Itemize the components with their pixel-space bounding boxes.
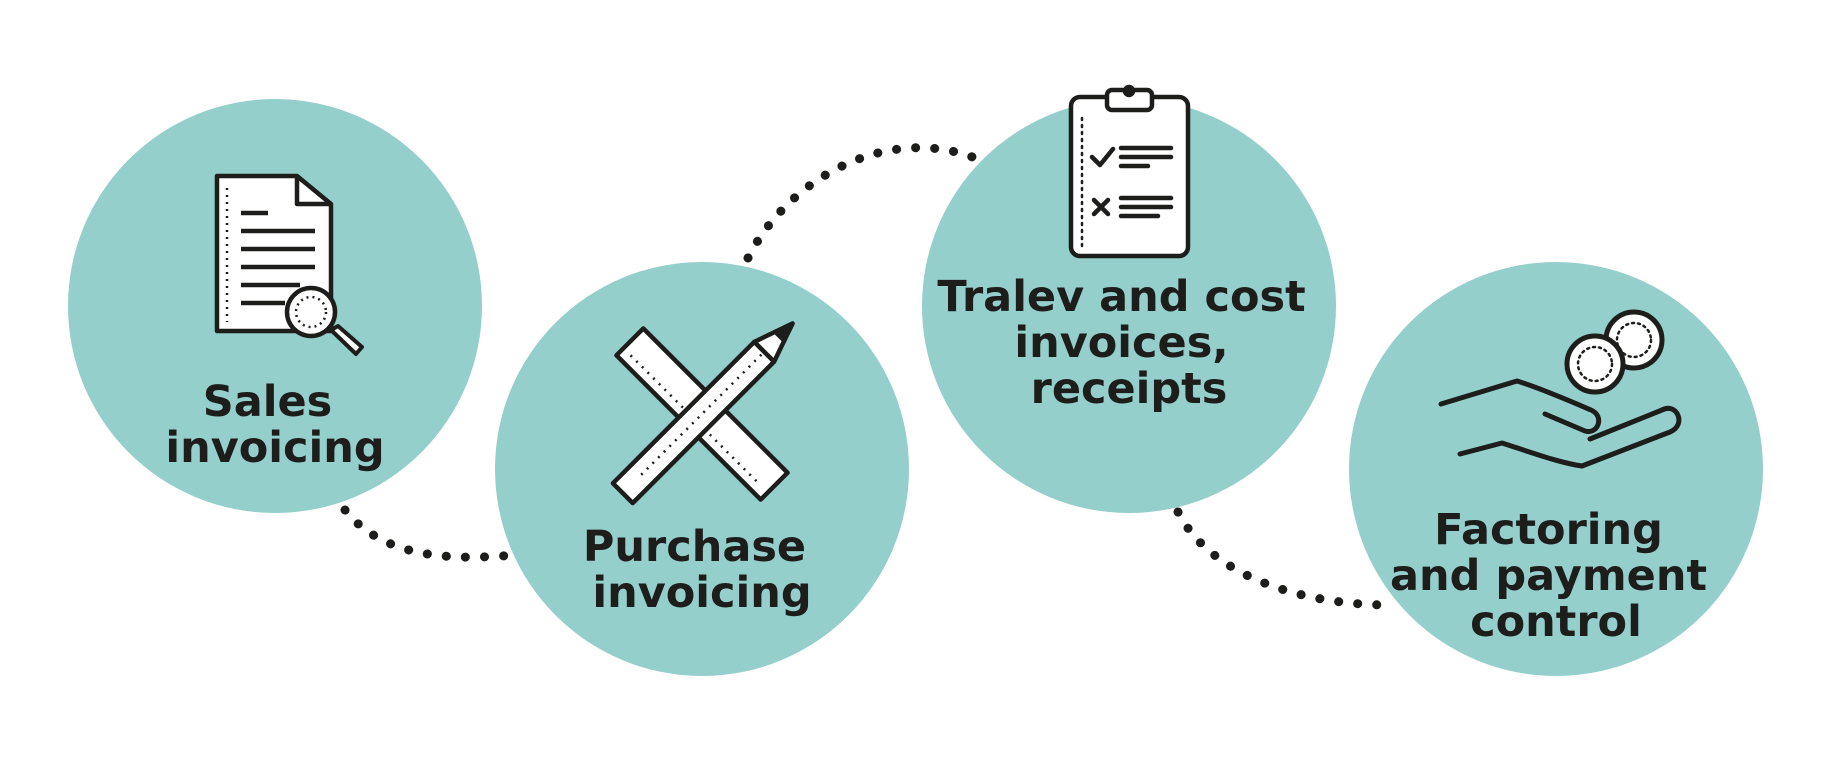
connector-sales-purchase (340, 505, 520, 562)
label-travel: Tralev and cost invoices, receipts (937, 272, 1320, 414)
connector-purchase-travel (743, 143, 980, 263)
label-line: Factoring (1434, 505, 1663, 555)
connectors (340, 143, 1395, 610)
circle-purchase (495, 262, 909, 676)
label-sales: Sales invoicing (165, 377, 384, 473)
circle-travel (922, 99, 1336, 513)
circle-factoring (1349, 262, 1763, 676)
label-line: Tralev and cost (937, 272, 1305, 322)
label-line: invoicing (592, 568, 811, 618)
label-line: receipts (1031, 364, 1228, 414)
label-line: Purchase (583, 522, 806, 572)
label-line: invoices, (1014, 318, 1228, 368)
label-line: and payment (1390, 551, 1707, 601)
label-line: Sales (203, 377, 332, 427)
ruler-pencil-icon (610, 321, 795, 506)
label-line: invoicing (165, 423, 384, 473)
connector-travel-factoring (1173, 507, 1395, 610)
label-factoring: Factoring and payment control (1390, 505, 1722, 647)
document-magnifier-icon (214, 173, 364, 356)
label-line: control (1470, 597, 1642, 647)
label-purchase: Purchase invoicing (583, 522, 821, 618)
hand-coins-icon (1438, 309, 1682, 469)
clipboard-checklist-icon (1068, 84, 1191, 259)
